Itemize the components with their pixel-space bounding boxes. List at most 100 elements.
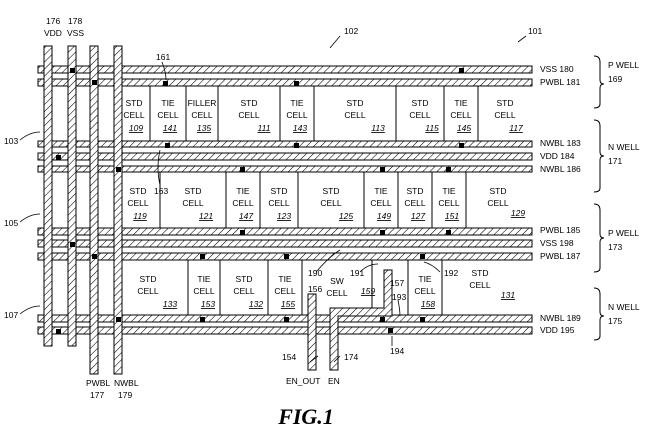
ref-107: 107	[4, 310, 18, 320]
cell-133-number: 133	[163, 299, 177, 309]
rail-pwbl-177	[89, 45, 99, 375]
contact	[92, 254, 97, 259]
contact	[56, 155, 61, 160]
cell-113-type: STD	[347, 98, 364, 108]
cell-141-type: TIE	[161, 98, 175, 108]
contact	[284, 317, 289, 322]
contact	[459, 143, 464, 148]
bus-pwbl-181	[37, 78, 533, 87]
cell-158-type: TIE	[418, 274, 432, 284]
cell-121-number: 121	[199, 211, 213, 221]
leader-lines	[19, 35, 527, 363]
cell-153-number: 153	[201, 299, 215, 309]
bus-label-nwbl-186: NWBL 186	[540, 164, 581, 174]
cell-145-type: TIE	[454, 98, 468, 108]
cell-119-type: STD	[130, 186, 147, 196]
contact	[420, 317, 425, 322]
contact	[380, 317, 385, 322]
cell-135-number: 135	[197, 123, 211, 133]
cell-123-number: 123	[277, 211, 291, 221]
cell-125-label: CELL	[320, 198, 342, 208]
rail-sub-179: 179	[118, 390, 132, 400]
ref-156: 156	[308, 284, 322, 294]
contact	[446, 230, 451, 235]
contact	[459, 68, 464, 73]
cell-115-number: 115	[425, 123, 439, 133]
cell-145-label: CELL	[450, 110, 472, 120]
bus-vss-198	[37, 239, 533, 248]
cell-132-label: CELL	[233, 286, 255, 296]
cell-153-type: TIE	[197, 274, 211, 284]
cell-135-type: FILLER	[188, 98, 217, 108]
cell-133-label: CELL	[137, 286, 159, 296]
cell-119-label: CELL	[127, 198, 149, 208]
well-label-n-171: N WELL	[608, 142, 640, 152]
cell-111-type: STD	[241, 98, 258, 108]
contact	[294, 81, 299, 86]
row2-dividers	[159, 172, 467, 228]
ref-193: 193	[392, 292, 406, 302]
cell-132-type: STD	[236, 274, 253, 284]
well-label-n-175: N WELL	[608, 302, 640, 312]
bus-label-vdd-184: VDD 184	[540, 151, 575, 161]
contact	[284, 254, 289, 259]
rail-vdd-176	[43, 45, 53, 347]
cell-129-label: CELL	[487, 198, 509, 208]
cell-111-label: CELL	[238, 110, 260, 120]
cell-117-number: 117	[509, 123, 523, 133]
bus-label-nwbl-183: NWBL 183	[540, 138, 581, 148]
rail-sub-177: 177	[90, 390, 104, 400]
cell-158-number: 158	[421, 299, 435, 309]
contact	[200, 254, 205, 259]
cell-123-label: CELL	[268, 198, 290, 208]
ref-103: 103	[4, 136, 18, 146]
ref-191: 191	[350, 268, 364, 278]
contact	[294, 143, 299, 148]
cell-111-number: 111	[258, 123, 271, 133]
bus-nwbl-183	[37, 140, 533, 148]
contact	[240, 230, 245, 235]
ref-194: 194	[390, 346, 404, 356]
cell-133-type: STD	[140, 274, 157, 284]
cell-155-number: 155	[281, 299, 295, 309]
contacts	[56, 68, 464, 334]
cell-159-type: SW	[330, 276, 344, 286]
well-braces	[593, 55, 605, 341]
cell-127-label: CELL	[404, 198, 426, 208]
bus-label-vss-180: VSS 180	[540, 64, 574, 74]
bus-label-pwbl-181: PWBL 181	[540, 77, 581, 87]
cell-141-number: 141	[163, 123, 177, 133]
cell-123-type: STD	[271, 186, 288, 196]
rail-label-pwbl: PWBL	[86, 378, 110, 388]
cell-121-type: STD	[185, 186, 202, 196]
ref-157: 157	[390, 278, 404, 288]
ref-190: 190	[308, 268, 322, 278]
cell-119-number: 119	[133, 211, 147, 221]
well-num-169: 169	[608, 74, 622, 84]
cell-127-number: 127	[411, 211, 425, 221]
contact	[380, 230, 385, 235]
cell-159-number: 159	[361, 286, 375, 296]
cell-159-label: CELL	[326, 288, 348, 298]
contact	[56, 329, 61, 334]
contact	[70, 68, 75, 73]
ref-154: 154	[282, 352, 296, 362]
cell-117-label: CELL	[494, 110, 516, 120]
cell-149-number: 149	[377, 211, 391, 221]
row1-cells: STD CELL 109 TIE CELL 141 FILLER CELL 13…	[123, 98, 523, 133]
cell-143-label: CELL	[286, 110, 308, 120]
bus-pwbl-185	[37, 227, 533, 236]
bus-vdd-195	[37, 326, 533, 335]
bus-label-pwbl-185: PWBL 185	[540, 225, 581, 235]
cell-143-type: TIE	[290, 98, 304, 108]
cell-149-label: CELL	[370, 198, 392, 208]
cell-113-label: CELL	[344, 110, 366, 120]
row3-cells: STD CELL 133 TIE CELL 153 STD CELL 132 T…	[137, 268, 515, 309]
figure-caption: FIG.1	[277, 404, 334, 429]
cell-155-label: CELL	[274, 286, 296, 296]
rail-sub-vss: VSS	[67, 28, 84, 38]
signal-en-out: EN_OUT	[286, 376, 320, 386]
cell-115-type: STD	[412, 98, 429, 108]
rail-vss-178	[67, 45, 77, 347]
